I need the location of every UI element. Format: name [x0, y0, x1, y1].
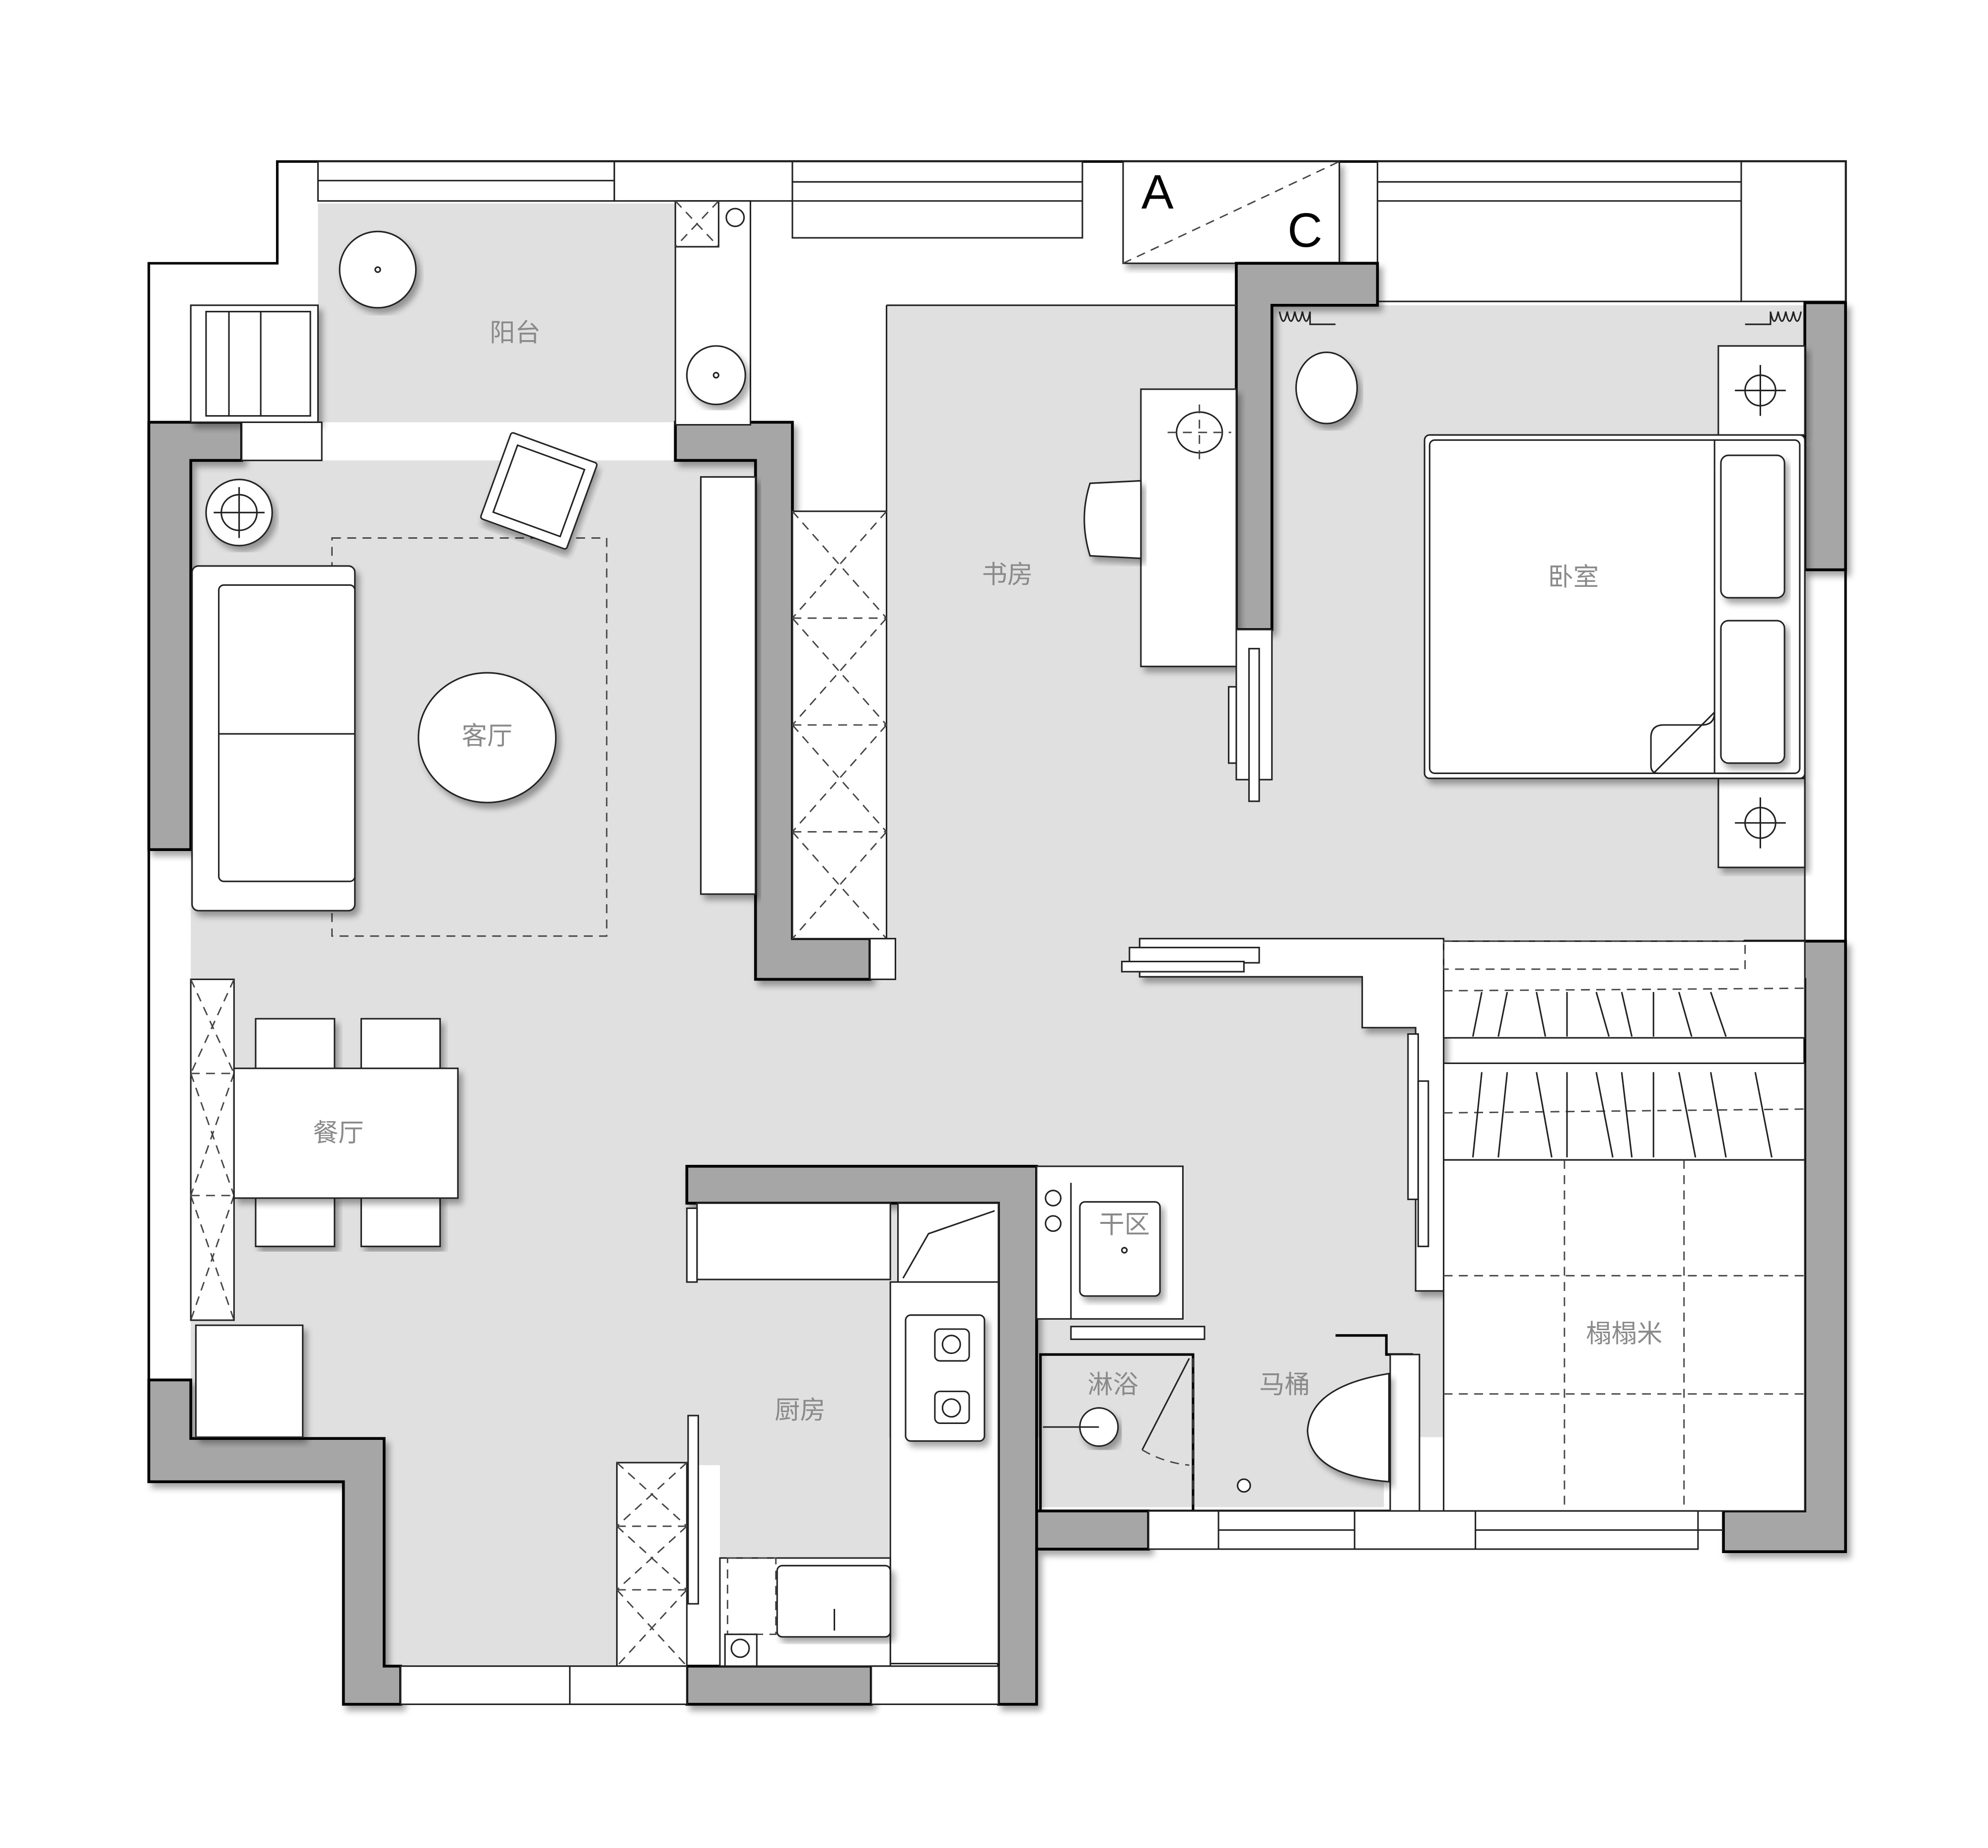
- toilet-icon: [1306, 1372, 1390, 1483]
- stove-icon: [905, 1314, 986, 1442]
- dining-room: 餐厅: [190, 978, 459, 1438]
- washbasin-icon: [1079, 1201, 1161, 1297]
- sliding-door-icon: [687, 1415, 699, 1605]
- label-kitchen: 厨房: [775, 1395, 825, 1425]
- tatami-platform: [1443, 1159, 1806, 1512]
- label-balcony: 阳台: [490, 318, 540, 348]
- ac-unit-box: A C: [1122, 160, 1341, 264]
- label-dining-room: 餐厅: [313, 1118, 363, 1148]
- label-tatami: 榻榻米: [1586, 1319, 1663, 1349]
- kitchen: 厨房: [400, 1202, 999, 1706]
- lamp-icon: [1295, 352, 1358, 425]
- sink-icon: [776, 1564, 891, 1638]
- cabinet-icon: [190, 978, 235, 1321]
- sliding-door-icon: [1407, 1033, 1419, 1201]
- cabinet-icon: [616, 1462, 688, 1667]
- cabinet-icon: [696, 1202, 891, 1280]
- corner-cabinet-icon: [897, 1202, 999, 1283]
- radiator-icon: [1278, 311, 1336, 325]
- tv-cabinet-icon: [700, 476, 757, 895]
- closets: [1121, 937, 1806, 1292]
- pillow-icon: [1720, 620, 1785, 764]
- living-room: 客厅: [191, 432, 897, 980]
- chair-icon: [360, 1195, 441, 1247]
- label-living-room: 客厅: [462, 721, 512, 751]
- office-chair-icon: [1083, 480, 1142, 560]
- study: 书房: [885, 304, 1273, 802]
- chair-icon: [255, 1195, 336, 1247]
- balcony: 阳台: [190, 200, 751, 461]
- shower-enclosure: [1039, 1353, 1195, 1512]
- bedroom: 卧室: [1278, 311, 1806, 868]
- round-table-icon: [418, 672, 557, 803]
- pillow-icon: [1720, 454, 1785, 599]
- wardrobe-icon: [1443, 940, 1806, 1039]
- bathroom: 干区 淋浴 马桶: [1036, 1165, 1724, 1550]
- label-shower: 淋浴: [1087, 1370, 1138, 1400]
- window-kitchen: [400, 1665, 688, 1706]
- chair-icon: [255, 1018, 336, 1070]
- exterior-outline: [147, 160, 1847, 1380]
- desk-icon: [1140, 388, 1237, 667]
- fridge-icon: [195, 1324, 304, 1438]
- armchair-icon: [480, 432, 598, 550]
- tatami: 榻榻米: [1443, 1159, 1806, 1512]
- label-study: 书房: [982, 560, 1033, 589]
- marker-c: C: [1287, 203, 1322, 257]
- marker-a: A: [1141, 165, 1174, 219]
- label-bedroom: 卧室: [1548, 563, 1599, 592]
- label-toilet: 马桶: [1259, 1370, 1310, 1400]
- laundry-sink-icon: [686, 345, 746, 406]
- label-dry-area: 干区: [1099, 1209, 1149, 1239]
- kitchen-floor: [719, 1278, 889, 1558]
- sliding-door-icon: [1070, 1326, 1206, 1340]
- chair-icon: [360, 1018, 441, 1070]
- floor-drain-icon: [1237, 1478, 1251, 1493]
- dining-table-icon: [233, 1067, 459, 1199]
- window-study: [791, 160, 1083, 239]
- window-bedroom: [1376, 160, 1742, 302]
- sliding-door-icon: [1129, 946, 1260, 964]
- plant-icon: [339, 230, 417, 309]
- radiator-icon: [1745, 311, 1802, 325]
